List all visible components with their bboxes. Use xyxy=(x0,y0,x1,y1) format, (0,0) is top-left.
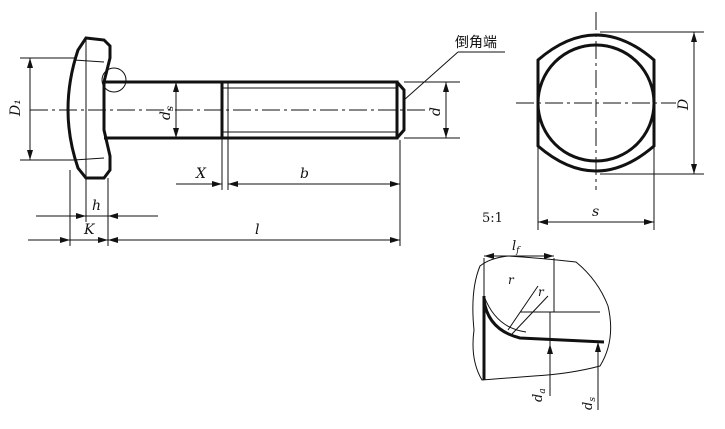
chamfer-end-label: 倒角端 xyxy=(455,35,497,51)
radius-leader-2 xyxy=(511,295,549,335)
b-label: b xyxy=(300,166,309,182)
lf-label: l xyxy=(512,239,516,254)
s-label: s xyxy=(592,204,599,220)
detail-fillet-inner xyxy=(483,295,527,333)
chamfer-end xyxy=(395,81,406,139)
da-label: d xyxy=(531,394,546,402)
radius-label-2: r xyxy=(538,285,545,299)
svg-text:ds: ds xyxy=(581,397,598,410)
radius-leader-1 xyxy=(507,285,539,331)
scale-label: 5:1 xyxy=(482,211,503,226)
bolt-end-view: D s xyxy=(516,12,704,230)
detail-ds-label-sub: s xyxy=(588,397,598,402)
lf-label-sub: f xyxy=(515,246,521,256)
head-chamfer-line-bottom xyxy=(73,157,105,161)
d-label: d xyxy=(428,107,444,116)
svg-text:da: da xyxy=(531,388,548,402)
bolt-side-view: 倒角端 D₁ ds d X xyxy=(8,35,505,246)
svg-text:ds: ds xyxy=(158,106,176,120)
D-label: D xyxy=(676,99,692,111)
ds-label: d xyxy=(158,111,174,120)
chamfer-leader xyxy=(403,51,459,101)
fillet-detail-circle xyxy=(101,67,127,93)
head-chamfer-line-top xyxy=(73,59,105,63)
detail-fillet-curve xyxy=(482,299,605,344)
radius-label-1: r xyxy=(508,273,515,287)
detail-ds-label: d xyxy=(581,402,596,410)
bolt-head-outline xyxy=(66,36,112,180)
da-label-sub: a xyxy=(538,388,548,393)
h-label: h xyxy=(92,198,101,214)
fillet-detail-view: 5:1 r r lf da ds xyxy=(472,211,612,410)
ds-label-sub: s xyxy=(165,106,176,111)
l-label: l xyxy=(255,222,259,238)
K-label: K xyxy=(83,222,96,238)
X-label: X xyxy=(195,166,207,182)
svg-text:lf: lf xyxy=(512,239,521,256)
detail-break-outline xyxy=(472,255,612,381)
D1-label: D₁ xyxy=(8,99,24,117)
